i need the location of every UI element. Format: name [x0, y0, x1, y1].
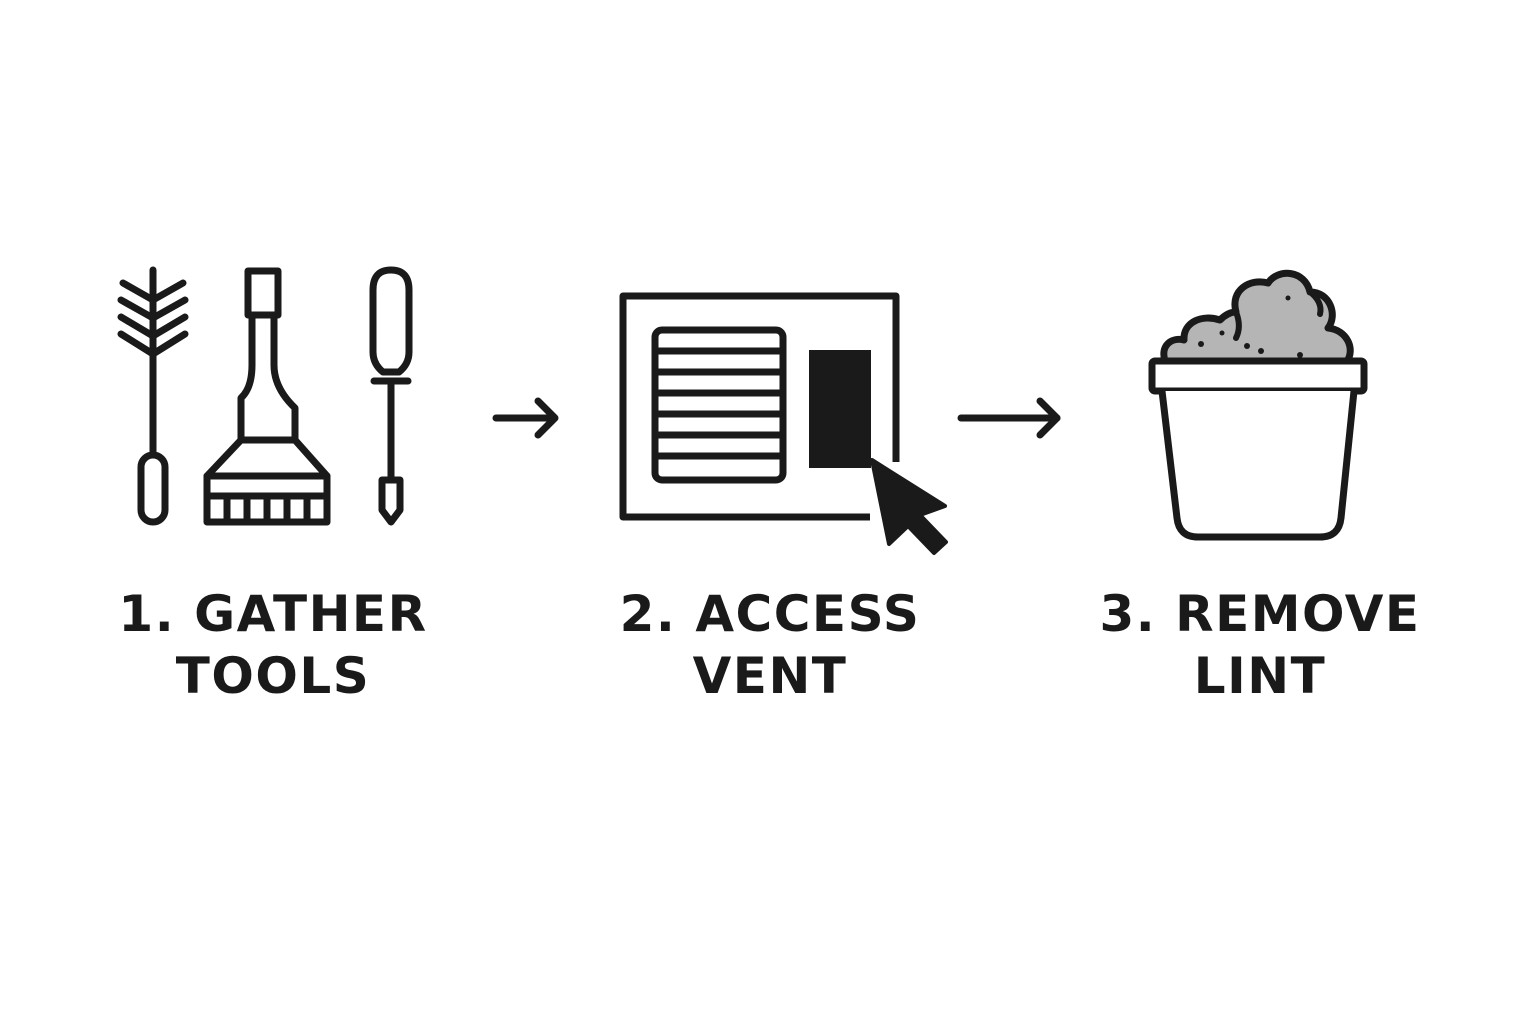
arrow-right-icon — [955, 397, 1070, 441]
step-2-label: 2. ACCESS VENT — [560, 583, 980, 707]
bottle-brush-icon — [117, 266, 189, 526]
vent-latch — [809, 350, 871, 468]
bucket-rim — [1148, 357, 1368, 395]
lint-bucket-icon — [1140, 260, 1380, 545]
step-1-label-line2: TOOLS — [175, 647, 371, 705]
vent-frame — [619, 292, 900, 521]
lint-pile — [1160, 269, 1354, 365]
vacuum-attachment-icon — [203, 267, 331, 526]
step-3-label: 3. REMOVE LINT — [1050, 583, 1470, 707]
step-2-label-line2: VENT — [692, 647, 848, 705]
step-2-label-line1: 2. ACCESS — [619, 585, 921, 643]
vent-access-icon — [615, 288, 955, 558]
cursor-pointer-icon — [870, 458, 948, 555]
step-1-label-line1: 1. GATHER — [118, 585, 428, 643]
vent-grille — [651, 326, 787, 484]
bucket-body — [1158, 390, 1358, 541]
arrow-right-icon — [490, 397, 570, 442]
step-3-label-line1: 3. REMOVE — [1099, 585, 1421, 643]
step-1-label: 1. GATHER TOOLS — [63, 583, 483, 707]
tools-icon — [100, 255, 430, 540]
screwdriver-icon — [369, 266, 413, 526]
step-3-label-line2: LINT — [1193, 647, 1327, 705]
